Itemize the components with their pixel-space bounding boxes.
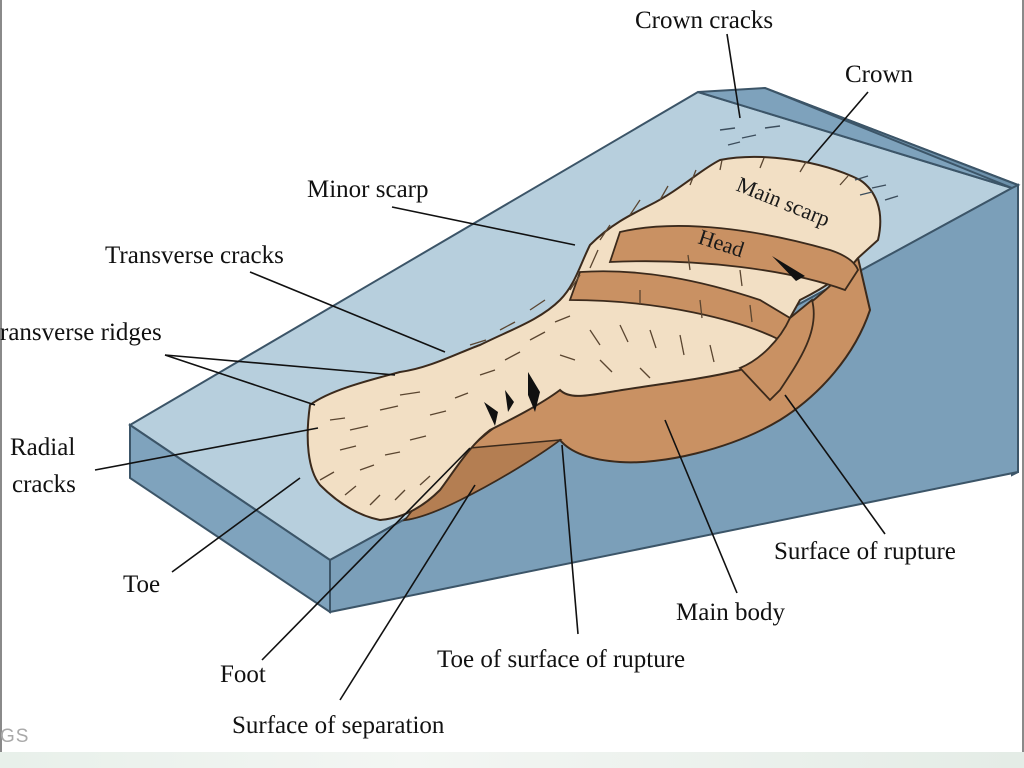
leader-main-body (664, 419, 738, 594)
fissure-head (772, 256, 805, 281)
fissure-3 (484, 402, 498, 426)
crack-marks (319, 157, 849, 506)
leader-crown-cracks (726, 33, 741, 119)
leader-minor-scarp (391, 206, 576, 246)
bottom-strip (0, 752, 1024, 768)
leader-toe (171, 477, 301, 573)
label-main-body: Main body (676, 599, 786, 626)
label-foot: Foot (220, 661, 266, 688)
labels: Crown cracks Crown Minor scarp Transvers… (0, 7, 956, 739)
leader-crown (807, 91, 869, 163)
leader-surface-of-rupture (784, 394, 886, 535)
label-toe: Toe (123, 571, 160, 598)
crown-crack-dashes (719, 125, 899, 201)
leader-surface-of-separation (339, 484, 476, 701)
label-minor-scarp: Minor scarp (307, 176, 429, 203)
label-transverse-ridges: ransverse ridges (0, 319, 162, 346)
fissure-2 (505, 390, 514, 412)
watermark-text: GS (0, 726, 30, 747)
landslide: Main scarp Head (306, 125, 899, 522)
leader-lines (94, 33, 886, 701)
label-surface-of-separation: Surface of separation (232, 712, 445, 739)
label-radial-cracks-line1: Radial (10, 434, 75, 461)
step-front (738, 298, 815, 402)
label-transverse-cracks: Transverse cracks (105, 242, 284, 269)
leader-transverse-cracks (249, 271, 446, 353)
label-crown-cracks: Crown cracks (635, 7, 773, 34)
leader-foot (261, 447, 471, 661)
fissure-1 (528, 372, 540, 412)
label-toe-of-surface-of-rupture: Toe of surface of rupture (437, 646, 685, 673)
leader-radial-cracks (94, 427, 319, 471)
leader-transverse-ridges-1 (164, 354, 396, 376)
leader-transverse-ridges-2 (164, 354, 316, 406)
label-crown: Crown (845, 61, 914, 88)
leader-toe-of-surface-of-rupture (561, 444, 579, 635)
label-radial-cracks-line2: cracks (12, 471, 76, 498)
label-surface-of-rupture: Surface of rupture (774, 538, 956, 565)
